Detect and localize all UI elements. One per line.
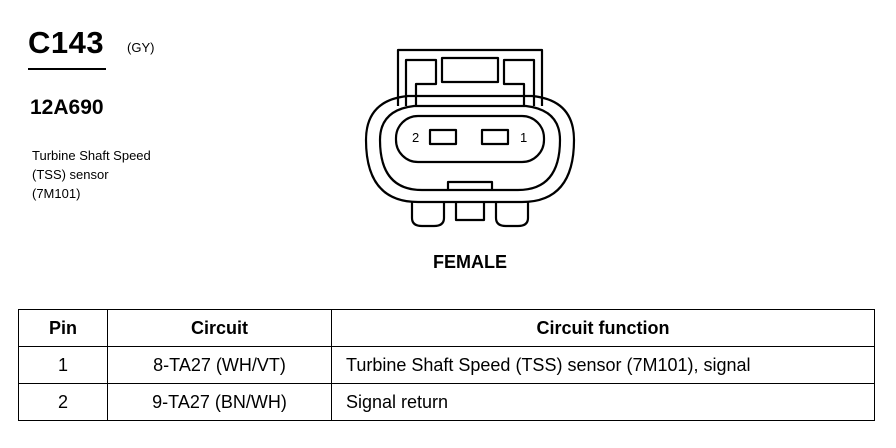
cell-circuit: 8-TA27 (WH/VT)	[107, 346, 332, 384]
connector-face-drawing: 2 1	[364, 48, 576, 228]
pin-cavity-1	[480, 128, 510, 146]
header-circuit-function: Circuit function	[331, 309, 875, 347]
terminal-stub-right	[494, 202, 530, 228]
header-pin: Pin	[18, 309, 108, 347]
component-description: Turbine Shaft Speed (TSS) sensor (7M101)	[32, 146, 232, 203]
description-line: (7M101)	[32, 186, 81, 201]
pin-cavity-2	[428, 128, 458, 146]
pin-table: Pin Circuit Circuit function 1 8-TA27 (W…	[18, 309, 875, 421]
key-ridge	[446, 180, 494, 190]
pin-label-1: 1	[520, 130, 527, 145]
connector-id-underline	[28, 68, 106, 70]
description-line: (TSS) sensor	[32, 167, 109, 182]
cell-circuit: 9-TA27 (BN/WH)	[107, 383, 332, 421]
cell-circuit-function: Signal return	[331, 383, 875, 421]
latch-center-tab	[440, 56, 500, 84]
terminal-stub-center	[454, 202, 486, 222]
header-circuit: Circuit	[107, 309, 332, 347]
description-line: Turbine Shaft Speed	[32, 148, 151, 163]
connector-color-code: (GY)	[127, 40, 155, 55]
connector-id: C143	[28, 25, 105, 60]
latch-frame	[396, 48, 544, 106]
cell-pin: 2	[18, 383, 108, 421]
table-row: 2 9-TA27 (BN/WH) Signal return	[18, 383, 875, 421]
table-header-row: Pin Circuit Circuit function	[18, 309, 875, 347]
part-number: 12A690	[30, 96, 104, 119]
latch-finger-left	[404, 58, 438, 106]
pin-housing	[394, 114, 546, 164]
latch-finger-right	[502, 58, 536, 106]
terminal-stub-left	[410, 202, 446, 228]
connector-shell-inner	[378, 104, 562, 192]
cell-pin: 1	[18, 346, 108, 384]
connector-shell-outer	[364, 94, 576, 204]
cell-circuit-function: Turbine Shaft Speed (TSS) sensor (7M101)…	[331, 346, 875, 384]
connector-gender-label: FEMALE	[433, 252, 507, 272]
table-row: 1 8-TA27 (WH/VT) Turbine Shaft Speed (TS…	[18, 346, 875, 384]
pin-label-2: 2	[412, 130, 419, 145]
